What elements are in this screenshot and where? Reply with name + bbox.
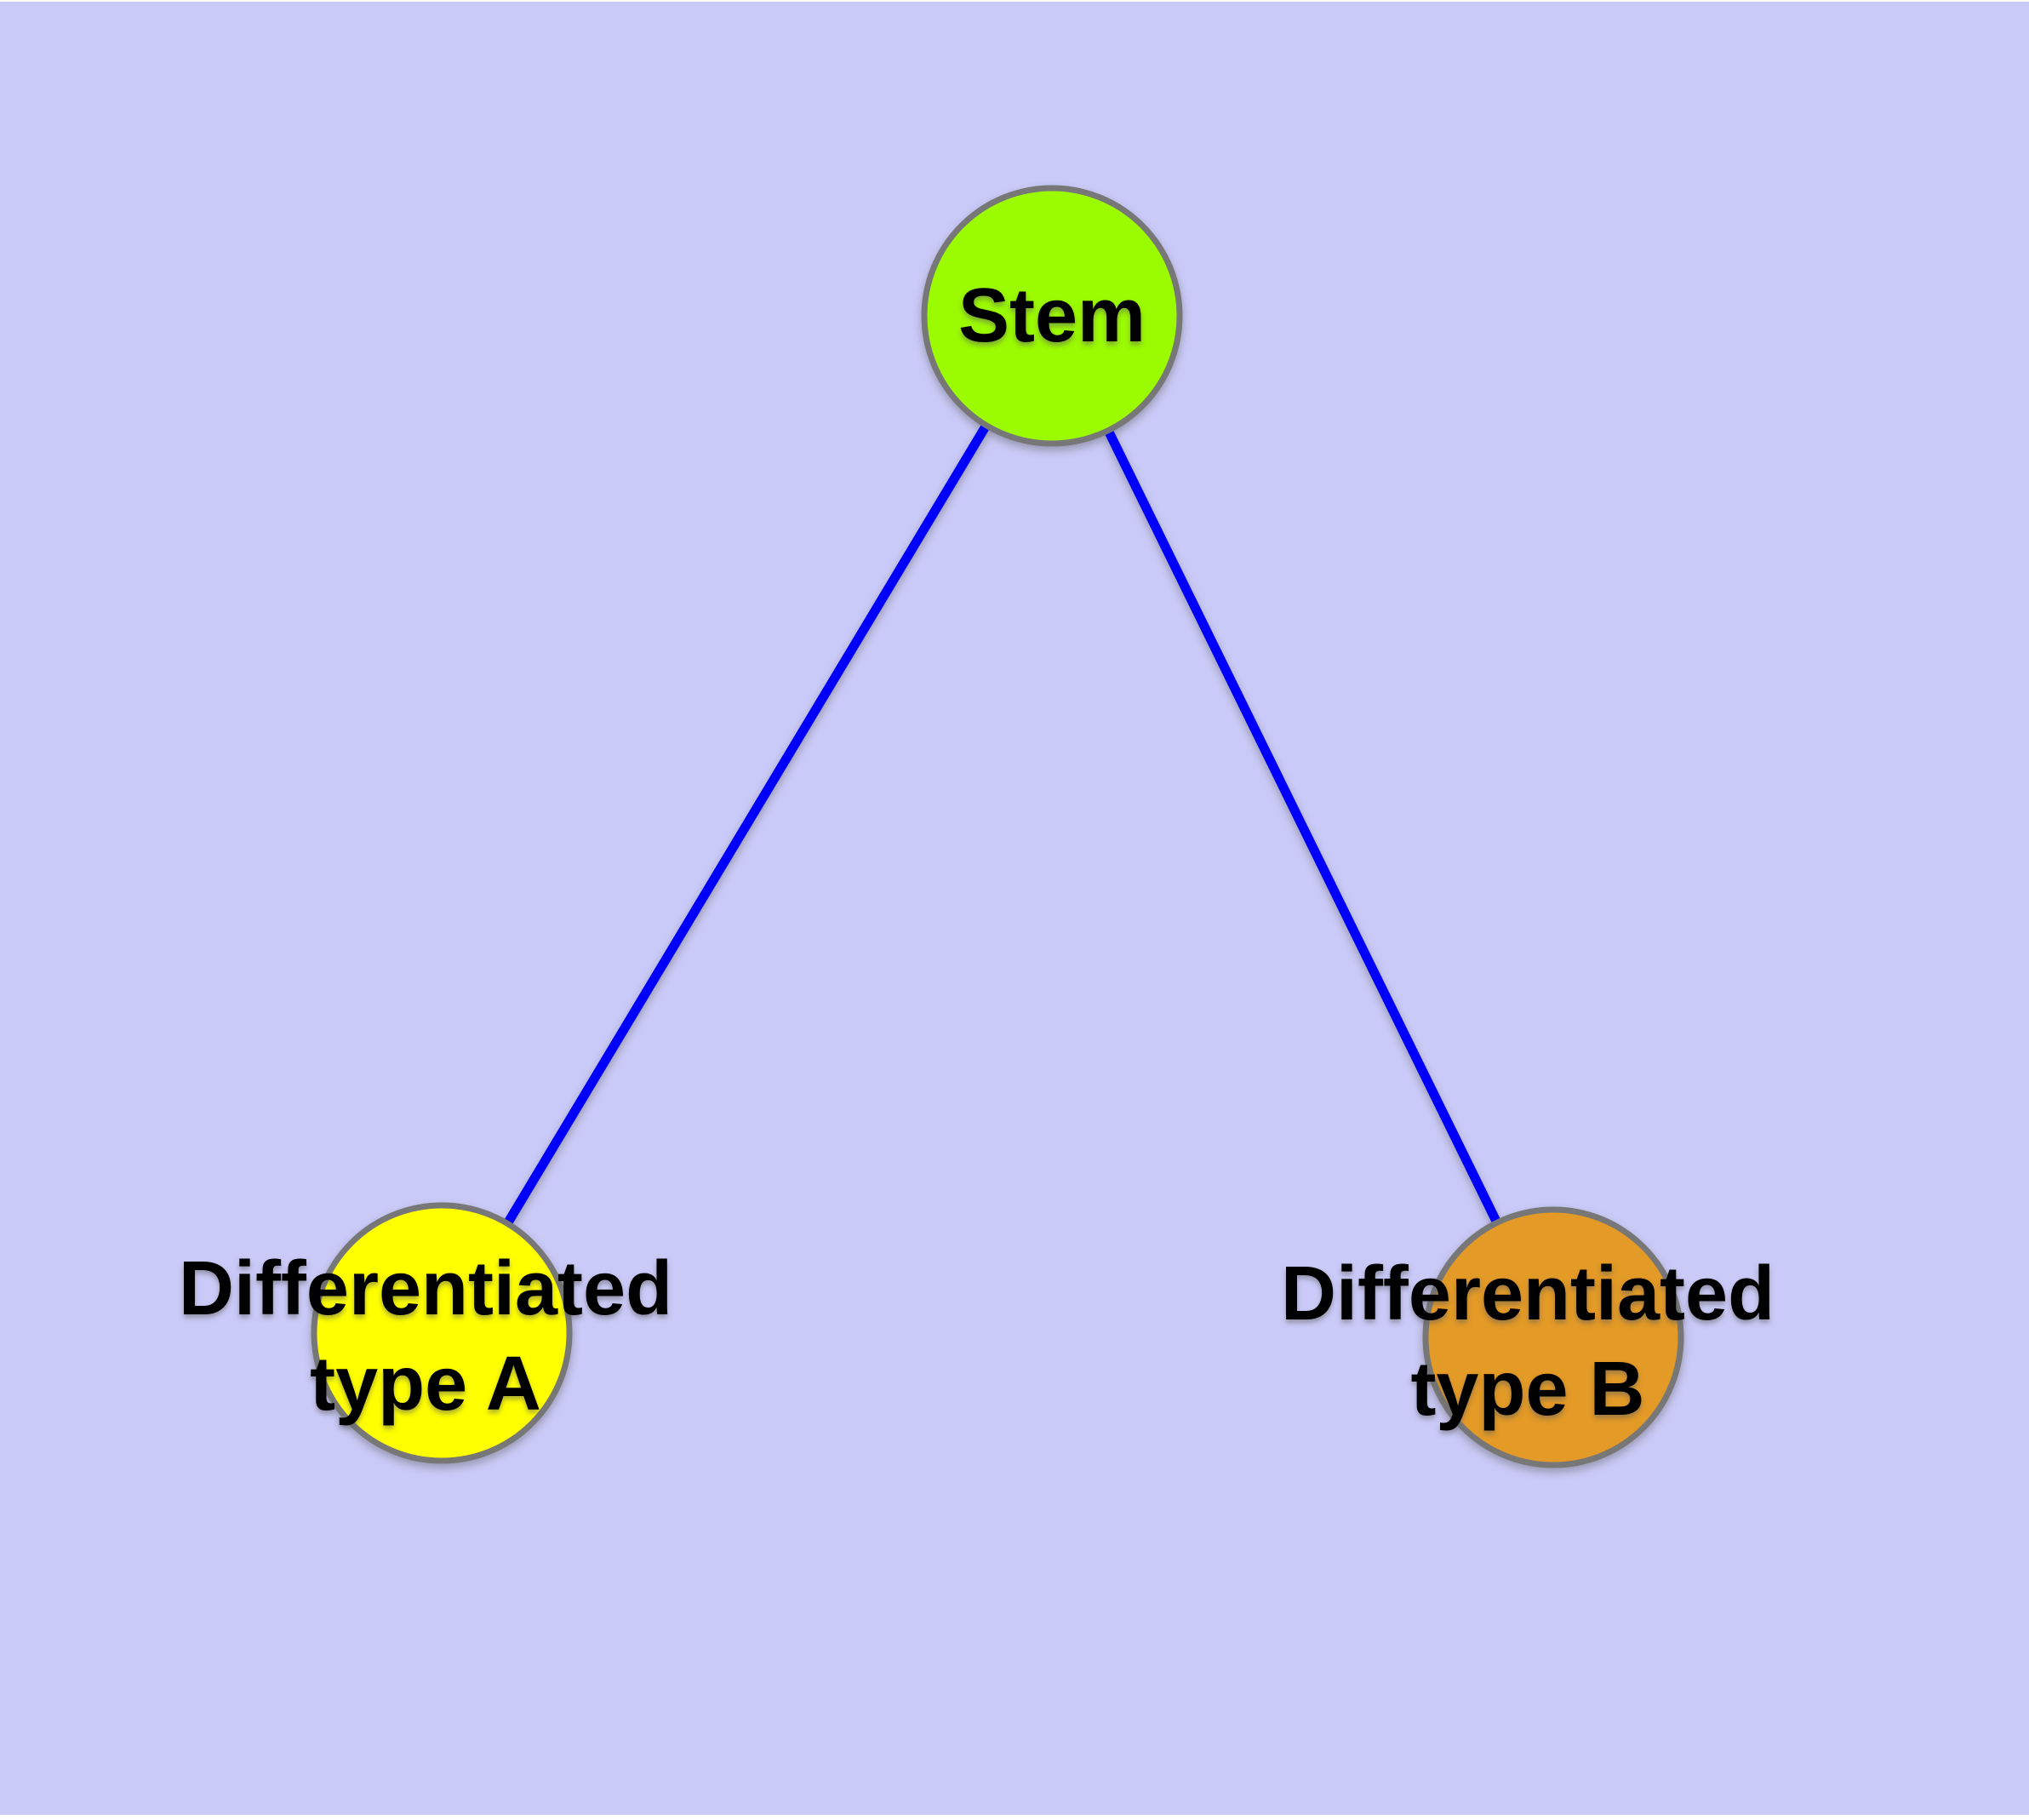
edge-stem-to-type-b	[1047, 311, 1558, 1342]
edge-stem-to-type-a	[437, 311, 1057, 1338]
node-stem-circle	[921, 185, 1183, 447]
node-type-b-circle	[1422, 1206, 1684, 1468]
node-type-a-circle	[311, 1202, 573, 1464]
